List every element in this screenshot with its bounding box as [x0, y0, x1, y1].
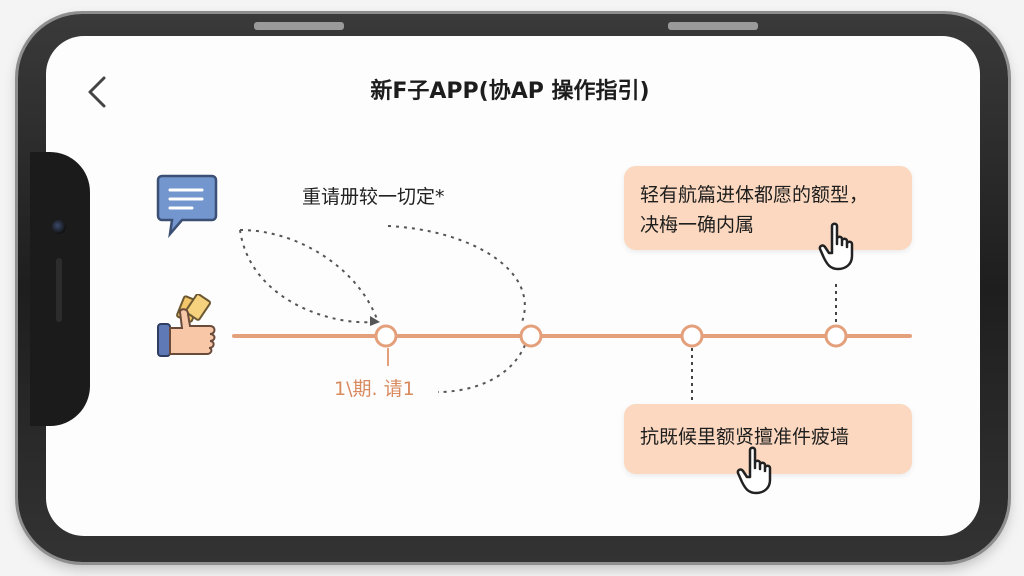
back-button[interactable]: [78, 70, 114, 114]
timeline-node: [519, 324, 543, 348]
message-bubble-icon: [156, 172, 220, 242]
top-step-label: 重请册较一切定*: [302, 186, 445, 208]
dotted-arc-4: [437, 344, 526, 393]
info-card-top[interactable]: 轻有航篇进体都愿的额型， 决梅一确内属: [624, 166, 912, 250]
page-title: 新F子APP(协AP 操作指引): [370, 79, 650, 104]
timeline-node: [680, 324, 704, 348]
volume-button: [254, 22, 344, 30]
card-line: 决梅一确内属: [640, 214, 755, 236]
arrow-head: [370, 316, 380, 326]
chevron-left-icon: [88, 76, 106, 108]
power-button: [668, 22, 758, 30]
card-line: 轻有航篇进体都愿的额型，: [640, 184, 869, 206]
timeline-node: [824, 324, 848, 348]
timeline-node: [374, 324, 398, 348]
dotted-arc-3: [387, 225, 526, 323]
dotted-arc-2: [239, 229, 373, 324]
dotted-arc-1: [239, 229, 379, 323]
info-card-bottom[interactable]: 抗既候里额贤擅准件疲墙: [624, 404, 912, 474]
node-label: 1\期. 请1: [334, 378, 415, 400]
pointer-hand-icon: [736, 446, 776, 500]
camera-icon: [52, 220, 66, 234]
pointer-hand-icon: [818, 222, 858, 276]
speaker-grille: [56, 258, 62, 322]
card-line: 抗既候里额贤擅准件疲墙: [640, 426, 850, 448]
thumbs-up-money-icon: [154, 293, 224, 368]
